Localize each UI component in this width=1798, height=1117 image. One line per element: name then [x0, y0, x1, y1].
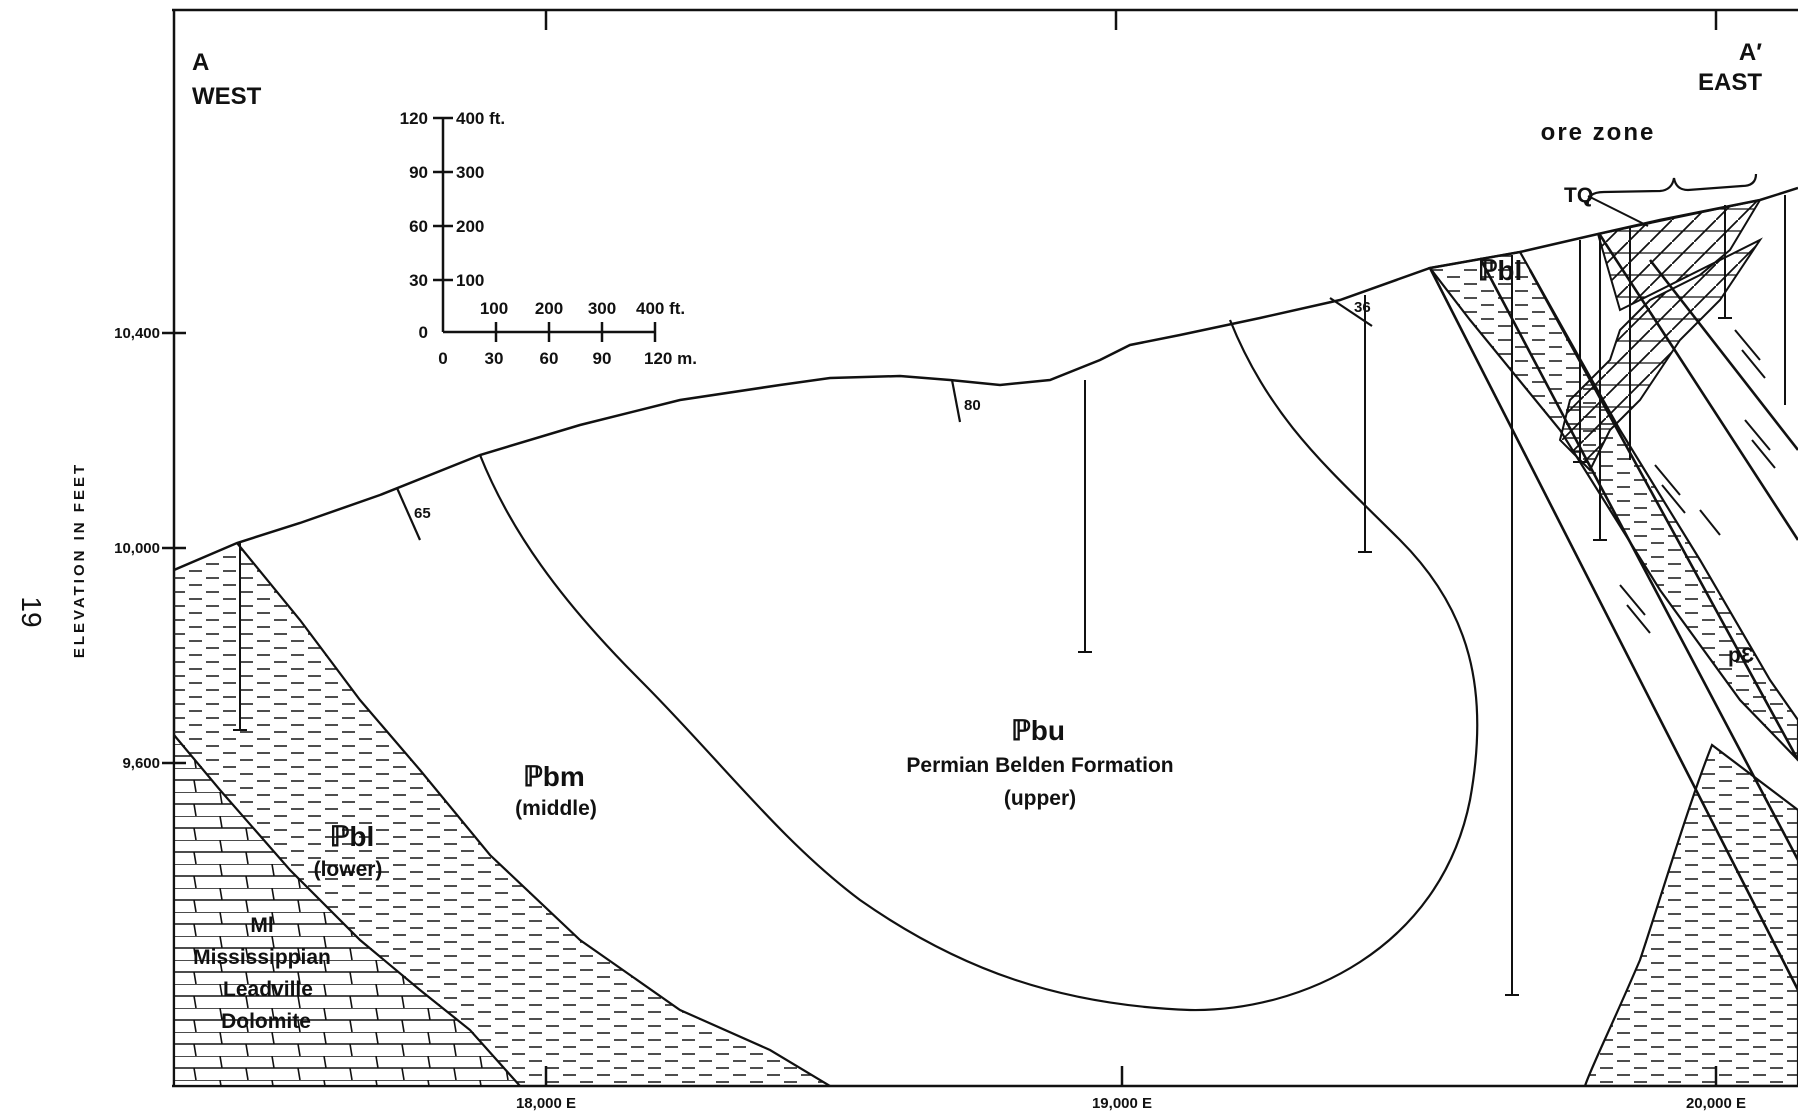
unit-pc-symbol: pƐ: [1728, 644, 1754, 667]
unit-pbm-symbol: ℙbm: [523, 761, 585, 792]
scale-m-30: 30: [485, 349, 504, 368]
scale-v-100: 100: [456, 271, 484, 290]
x-tick-19000: 19,000 E: [1092, 1095, 1152, 1112]
unit-pbl-symbol: ℙbl: [330, 821, 375, 852]
unit-pbu-symbol: ℙbu: [1011, 715, 1065, 746]
section-east-direction: EAST: [1698, 69, 1762, 96]
fault-1: [1428, 267, 1798, 991]
y-axis-label: ELEVATION IN FEET: [71, 462, 88, 658]
page-number: 19: [16, 596, 47, 627]
section-east-letter: A′: [1739, 39, 1762, 66]
scale-v-200: 200: [456, 217, 484, 236]
contact-pbm-pbl: [236, 542, 831, 1085]
scale-h-200: 200: [535, 299, 563, 318]
x-tick-18000: 18,000 E: [516, 1095, 576, 1112]
unit-ml-line1: Mississippian: [193, 946, 331, 969]
contact-pbu-pbm: [478, 319, 1479, 1012]
unit-pbl-east-symbol: ℙbl: [1478, 255, 1523, 286]
x-axis-ticks: [544, 10, 1718, 1086]
drill-holes: [233, 195, 1786, 996]
ore-zone-label: ore zone: [1541, 119, 1656, 146]
scale-v-30: 30: [409, 271, 428, 290]
dip-65: 65: [414, 505, 431, 522]
scale-m-0: 0: [438, 349, 447, 368]
unit-pbu-name: Permian Belden Formation: [906, 754, 1173, 777]
unit-pbu-sub: (upper): [1004, 787, 1076, 810]
scale-h-100: 100: [480, 299, 508, 318]
scale-v-400ft: 400 ft.: [456, 109, 505, 128]
unit-pbl-sub: (lower): [314, 858, 383, 881]
scale-m-120: 120 m.: [644, 349, 697, 368]
y-tick-9600: 9,600: [122, 755, 160, 772]
unit-tq-symbol: TQ: [1564, 184, 1593, 207]
unit-ml-line2: Leadville: [223, 978, 313, 1001]
fault-3: [1528, 269, 1798, 761]
fault-arrows: [1619, 329, 1776, 634]
unit-ml-line3: Dolomite: [221, 1010, 311, 1033]
tq-leader: [1587, 195, 1649, 227]
unit-pbl-east-band: [1428, 250, 1798, 762]
x-tick-20000: 20,000 E: [1686, 1095, 1746, 1112]
scale-v-300: 300: [456, 163, 484, 182]
scale-v-60: 60: [409, 217, 428, 236]
unit-pbm-sub: (middle): [515, 797, 597, 820]
fault-2: [1478, 257, 1798, 861]
dip-symbols: [395, 297, 1373, 541]
scale-m-90: 90: [593, 349, 612, 368]
scale-v-90: 90: [409, 163, 428, 182]
unit-ml-brick: [174, 733, 521, 1085]
fault-4: [1598, 234, 1798, 541]
y-tick-10000: 10,000: [114, 540, 160, 557]
y-tick-10400: 10,400: [114, 325, 160, 342]
ore-zone-bracket: [1586, 173, 1758, 207]
unit-ml-symbol: Ml: [250, 914, 273, 937]
y-axis-ticks: [162, 331, 186, 765]
scale-h-400ft: 400 ft.: [636, 299, 685, 318]
topographic-surface: [174, 186, 1798, 572]
scale-bar: 120 90 60 30 0 400 ft. 300 200 100 100 2…: [400, 109, 697, 368]
ore-zone-area: [1558, 198, 1763, 472]
fault-5: [1648, 259, 1798, 451]
scale-v-120: 120: [400, 109, 428, 128]
section-west-direction: WEST: [192, 83, 262, 110]
scale-h-300: 300: [588, 299, 616, 318]
section-west-letter: A: [192, 49, 209, 76]
scale-v-0: 0: [419, 323, 428, 342]
dip-36: 36: [1354, 299, 1371, 316]
scale-m-60: 60: [540, 349, 559, 368]
unit-pbl-east-lower-area: [1584, 743, 1798, 1085]
dip-80: 80: [964, 397, 981, 414]
